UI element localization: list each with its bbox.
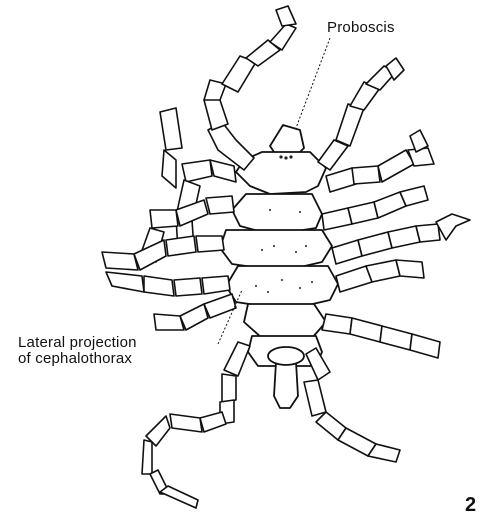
abdomen [274, 362, 298, 408]
proboscis-leader [296, 38, 330, 128]
left-leg-7 [142, 342, 250, 508]
lateral-projection-label: Lateral projection of cephalothorax [18, 335, 137, 367]
right-leg-5 [336, 260, 424, 292]
figure-number: 2 [465, 494, 476, 517]
trunk-segment-4 [244, 304, 326, 338]
proboscis-label: Proboscis [327, 20, 395, 36]
trunk-segment-1 [232, 194, 322, 232]
left-leg-4 [102, 236, 224, 270]
legs-right [304, 58, 470, 462]
left-leg-5 [106, 272, 230, 296]
left-leg-6 [154, 294, 236, 330]
lateral-projection-label-line-1: Lateral projection [18, 335, 137, 351]
lateral-projection-label-line-2: of cephalothorax [18, 351, 137, 367]
trunk-segment-2 [220, 230, 332, 268]
right-leg-7 [304, 348, 400, 462]
right-leg-6 [322, 314, 440, 358]
right-leg-1 [318, 58, 404, 170]
posterior-lobe [268, 347, 304, 365]
cephalothorax-lateral-projection [226, 266, 338, 306]
right-leg-3 [322, 186, 428, 230]
